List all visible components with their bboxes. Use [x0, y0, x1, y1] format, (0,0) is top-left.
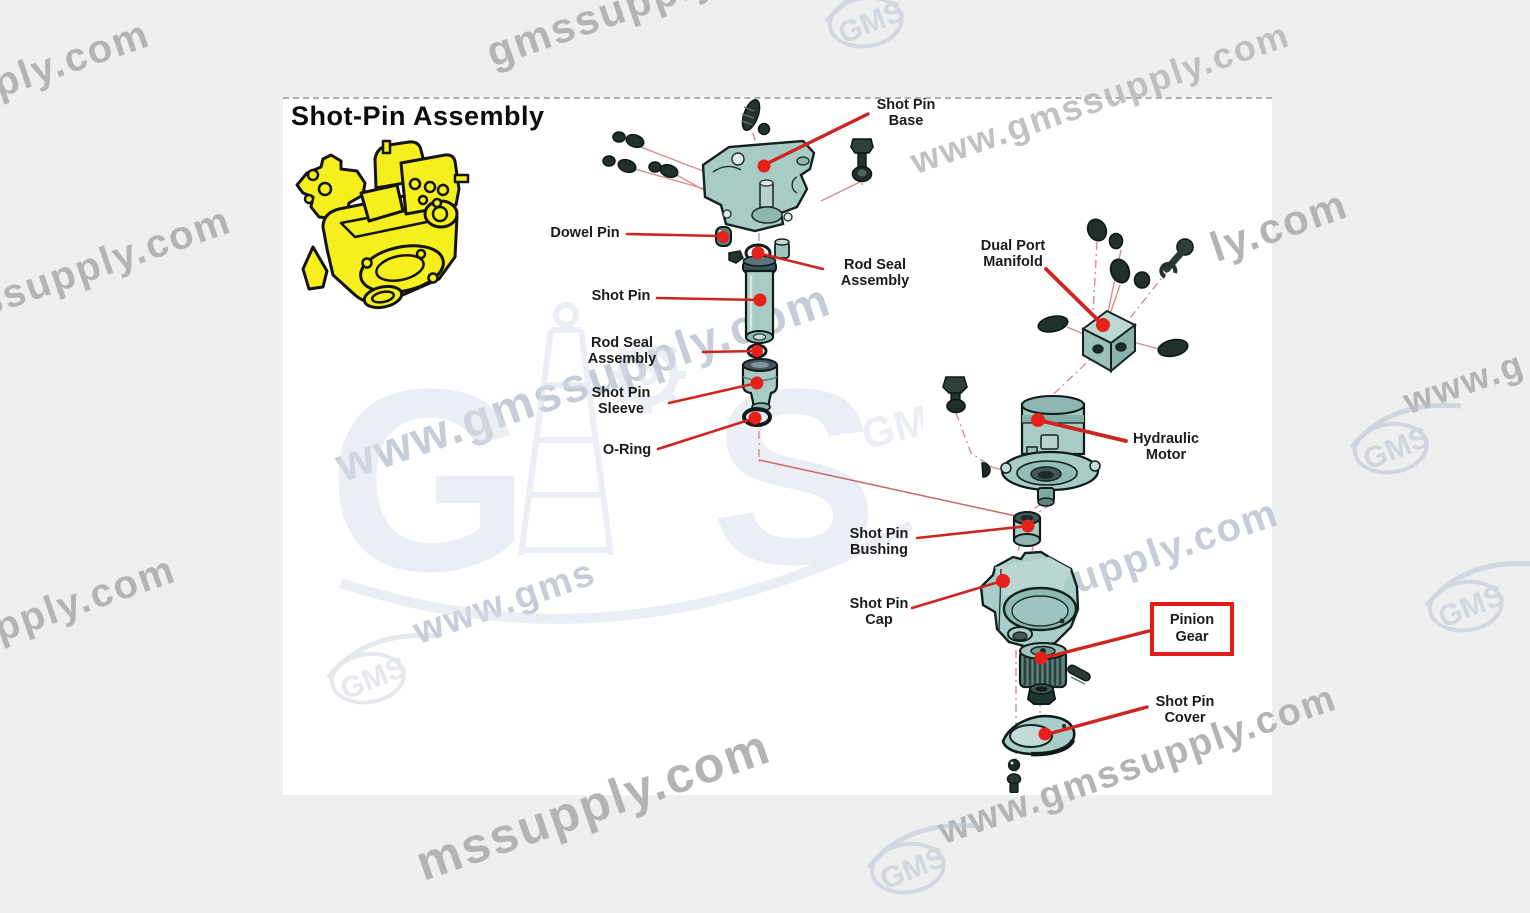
- dual-port-manifold-part: [1081, 309, 1137, 374]
- label-dual-port-manifold: Dual Port Manifold: [980, 238, 1046, 270]
- manifold-fittings: [1037, 218, 1189, 358]
- o-ring-part: [742, 407, 772, 427]
- shot-pin-cover-part: [1001, 714, 1076, 757]
- set-screw: [1006, 773, 1022, 793]
- shot-pin-cap-part: [979, 550, 1080, 650]
- watermark-text: ssupply.com: [0, 547, 182, 675]
- svg-text:GMS: GMS: [1359, 420, 1435, 476]
- svg-text:GMS: GMS: [1434, 578, 1510, 634]
- pinion-gear-part: [1018, 642, 1068, 689]
- label-shot-pin-cap: Shot Pin Cap: [849, 596, 909, 628]
- page-title: Shot-Pin Assembly: [291, 101, 545, 131]
- d-plug: [981, 462, 991, 478]
- watermark-text: mssupply.com: [0, 198, 237, 338]
- hydraulic-motor-part: [1000, 395, 1101, 507]
- exploded-diagram: Shot-Pin Assembly: [283, 97, 1272, 793]
- label-o-ring: O-Ring: [602, 442, 652, 458]
- gms-logo-watermark: GMS: [1340, 388, 1500, 493]
- callout-dots: [717, 159, 1110, 741]
- gear-nut: [1026, 683, 1057, 705]
- label-shot-pin-base: Shot Pin Base: [876, 97, 936, 129]
- label-shot-pin-bushing: Shot Pin Bushing: [849, 526, 909, 558]
- check-ball: [1007, 758, 1021, 772]
- manifold-bolt: [1159, 238, 1194, 279]
- key-pin: [1067, 664, 1091, 685]
- port-plugs-left: [602, 131, 679, 179]
- gms-logo-watermark: GMS: [1415, 546, 1530, 651]
- label-rod-seal-assembly-lower: Rod Seal Assembly: [587, 335, 657, 367]
- watermark-text: www.g: [1398, 342, 1530, 422]
- motor-bolt: [942, 376, 968, 414]
- spacer-cylinder: [774, 238, 790, 259]
- leader-lines: [625, 112, 1151, 736]
- gms-logo-watermark: GMS: [815, 0, 975, 67]
- label-shot-pin-sleeve: Shot Pin Sleeve: [591, 385, 651, 417]
- watermark-text: gmssupply.c: [480, 0, 757, 76]
- base-bolt: [850, 138, 874, 183]
- label-hydraulic-motor: Hydraulic Motor: [1132, 431, 1200, 463]
- grease-fitting: [741, 99, 771, 136]
- small-plug: [728, 250, 744, 264]
- label-dowel-pin: Dowel Pin: [550, 225, 620, 241]
- label-shot-pin-cover: Shot Pin Cover: [1155, 694, 1215, 726]
- svg-text:GMS: GMS: [834, 0, 910, 51]
- label-shot-pin: Shot Pin: [591, 288, 651, 304]
- svg-text:GMS: GMS: [876, 840, 952, 896]
- oring-to-bushing-line: [758, 459, 1026, 519]
- machine-thumbnail: [295, 139, 470, 310]
- label-rod-seal-assembly-upper: Rod Seal Assembly: [840, 257, 910, 289]
- label-pinion-gear-highlighted: Pinion Gear: [1150, 602, 1234, 656]
- shot-pin-base-part: [701, 139, 816, 233]
- watermark-text: pply.com: [0, 11, 156, 115]
- gms-logo-watermark: GMS: [857, 808, 1017, 913]
